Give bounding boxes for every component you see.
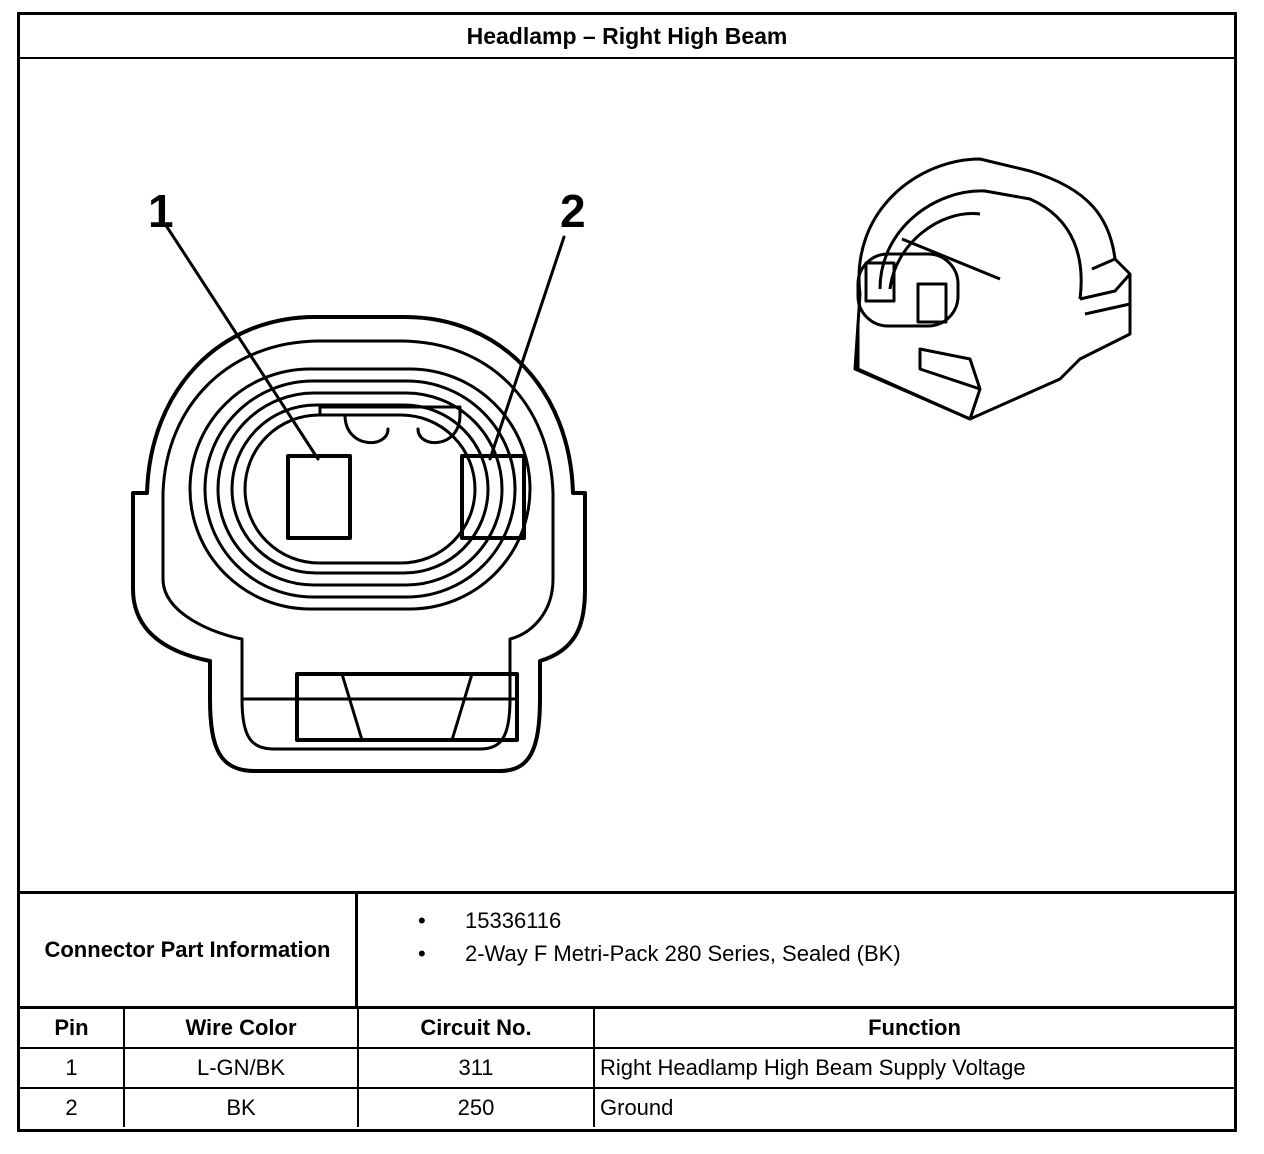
latch-ramp bbox=[295, 672, 519, 742]
header-pin: Pin bbox=[20, 1009, 125, 1049]
connector-face-svg: 1 2 bbox=[131, 157, 1132, 773]
pin-label-2: 2 bbox=[560, 185, 586, 237]
latch-block bbox=[295, 672, 519, 742]
connector-info-label: Connector Part Information bbox=[20, 894, 358, 1006]
header-function: Function bbox=[593, 1009, 1234, 1049]
cell-circuit-no: 311 bbox=[357, 1047, 595, 1089]
connector-drawing: 1 2 bbox=[20, 59, 1234, 891]
table-row: 2 BK 250 Ground bbox=[20, 1087, 1234, 1127]
connector-sheet: Headlamp – Right High Beam bbox=[17, 12, 1237, 1132]
table-row: 1 L-GN/BK 311 Right Headlamp High Beam S… bbox=[20, 1047, 1234, 1089]
leader-line-pin-1 bbox=[165, 225, 320, 461]
terminal-cavity-2 bbox=[460, 454, 526, 540]
leader-line-pin-2 bbox=[488, 235, 566, 461]
seal-ring-4 bbox=[230, 403, 490, 575]
description-text: 2-Way F Metri-Pack 280 Series, Sealed (B… bbox=[465, 941, 901, 966]
seal-ring-3 bbox=[216, 391, 504, 587]
part-number-text: 15336116 bbox=[465, 908, 562, 933]
pin-table: Pin Wire Color Circuit No. Function 1 L-… bbox=[20, 1009, 1234, 1127]
cell-wire-color: BK bbox=[123, 1087, 359, 1127]
cell-pin: 2 bbox=[20, 1087, 125, 1127]
pin-label-1: 1 bbox=[148, 185, 174, 237]
connector-info-row: Connector Part Information • 15336116 • … bbox=[20, 891, 1234, 1009]
cell-circuit-no: 250 bbox=[357, 1087, 595, 1127]
seal-ring-2 bbox=[203, 379, 517, 599]
connector-info-list: • 15336116 • 2-Way F Metri-Pack 280 Seri… bbox=[358, 894, 1234, 1016]
bullet-icon: • bbox=[418, 941, 426, 966]
cell-pin: 1 bbox=[20, 1047, 125, 1089]
seal-ring-1 bbox=[188, 367, 532, 611]
header-wire-color: Wire Color bbox=[123, 1009, 359, 1049]
seal-ring-5 bbox=[243, 413, 477, 565]
cell-wire-color: L-GN/BK bbox=[123, 1047, 359, 1089]
bullet-icon: • bbox=[418, 908, 426, 933]
connector-description: • 2-Way F Metri-Pack 280 Series, Sealed … bbox=[358, 937, 1234, 970]
terminal-cavity-1 bbox=[286, 454, 352, 540]
connector-part-number: • 15336116 bbox=[358, 904, 1234, 937]
pin-table-header: Pin Wire Color Circuit No. Function bbox=[20, 1009, 1234, 1049]
cell-function: Ground bbox=[593, 1087, 1234, 1127]
header-circuit-no: Circuit No. bbox=[357, 1009, 595, 1049]
housing-outer bbox=[131, 315, 587, 773]
page-title: Headlamp – Right High Beam bbox=[20, 15, 1234, 59]
key-tab bbox=[318, 405, 462, 445]
cell-function: Right Headlamp High Beam Supply Voltage bbox=[593, 1047, 1234, 1089]
connector-3d-view bbox=[853, 157, 1132, 421]
